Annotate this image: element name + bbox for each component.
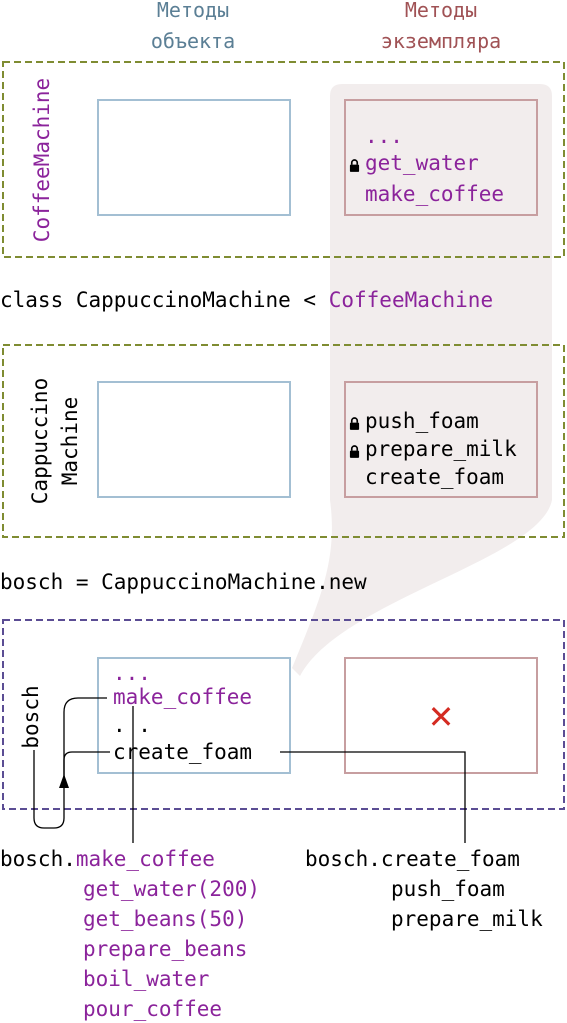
method-get-water: get_water xyxy=(365,151,479,175)
sub-call: get_water(200) xyxy=(83,877,260,901)
sub-call: pour_coffee xyxy=(83,997,222,1021)
cappuccino-object-methods-box xyxy=(97,381,291,498)
method-push-foam: push_foam xyxy=(365,409,479,433)
arrowhead-icon xyxy=(59,774,69,788)
instance-methods-header: экземпляра xyxy=(381,29,501,53)
call-make-coffee: bosch.make_coffee xyxy=(0,847,215,871)
instantiation-line: bosch = CappuccinoMachine.new xyxy=(0,570,367,594)
inheritance-highlight xyxy=(292,84,552,676)
bosch-to-make-coffee-line xyxy=(33,697,107,829)
create-foam-call-line xyxy=(280,751,466,843)
call-create-foam: bosch.create_foam xyxy=(305,847,520,871)
object-methods-header: объекта xyxy=(151,29,235,53)
sub-call: prepare_beans xyxy=(83,937,247,961)
object-methods-header: Методы xyxy=(157,0,229,22)
cappuccino-instance-methods-box xyxy=(344,381,538,498)
method-prepare-milk: prepare_milk xyxy=(365,437,517,461)
bosch-label: bosch xyxy=(19,685,43,748)
bosch-to-create-foam-arrow xyxy=(63,751,110,787)
cappuccino-machine-label: Machine xyxy=(58,397,82,486)
method-ellipsis: ... xyxy=(365,124,403,148)
sub-call: boil_water xyxy=(83,967,209,991)
sub-call: prepare_milk xyxy=(391,907,543,931)
bosch-method-ellipsis: ... xyxy=(113,661,151,685)
class-declaration: class CappuccinoMachine < CoffeeMachine xyxy=(0,288,493,312)
bosch-instance-methods-box xyxy=(344,657,538,774)
bosch-method-make-coffee: make_coffee xyxy=(113,685,252,709)
sub-call: get_beans(50) xyxy=(83,907,247,931)
bosch-object-frame xyxy=(2,619,565,810)
method-make-coffee: make_coffee xyxy=(365,182,504,206)
bosch-object-methods-box xyxy=(97,657,291,774)
coffee-machine-object-methods-box xyxy=(97,99,291,216)
cappuccino-machine-label: Cappuccino xyxy=(28,378,52,504)
bosch-method-ellipsis: . . xyxy=(113,713,151,737)
bosch-method-create-foam: create_foam xyxy=(113,740,252,764)
instance-methods-header: Методы xyxy=(405,0,477,22)
empty-cross-icon: ✕ xyxy=(428,698,455,736)
sub-call: push_foam xyxy=(391,877,505,901)
method-create-foam: create_foam xyxy=(365,465,504,489)
coffee-machine-class-frame xyxy=(2,61,565,258)
coffee-machine-label: CoffeeMachine xyxy=(30,78,54,242)
coffee-machine-instance-methods-box xyxy=(344,99,538,216)
cappuccino-machine-class-frame xyxy=(2,344,565,538)
